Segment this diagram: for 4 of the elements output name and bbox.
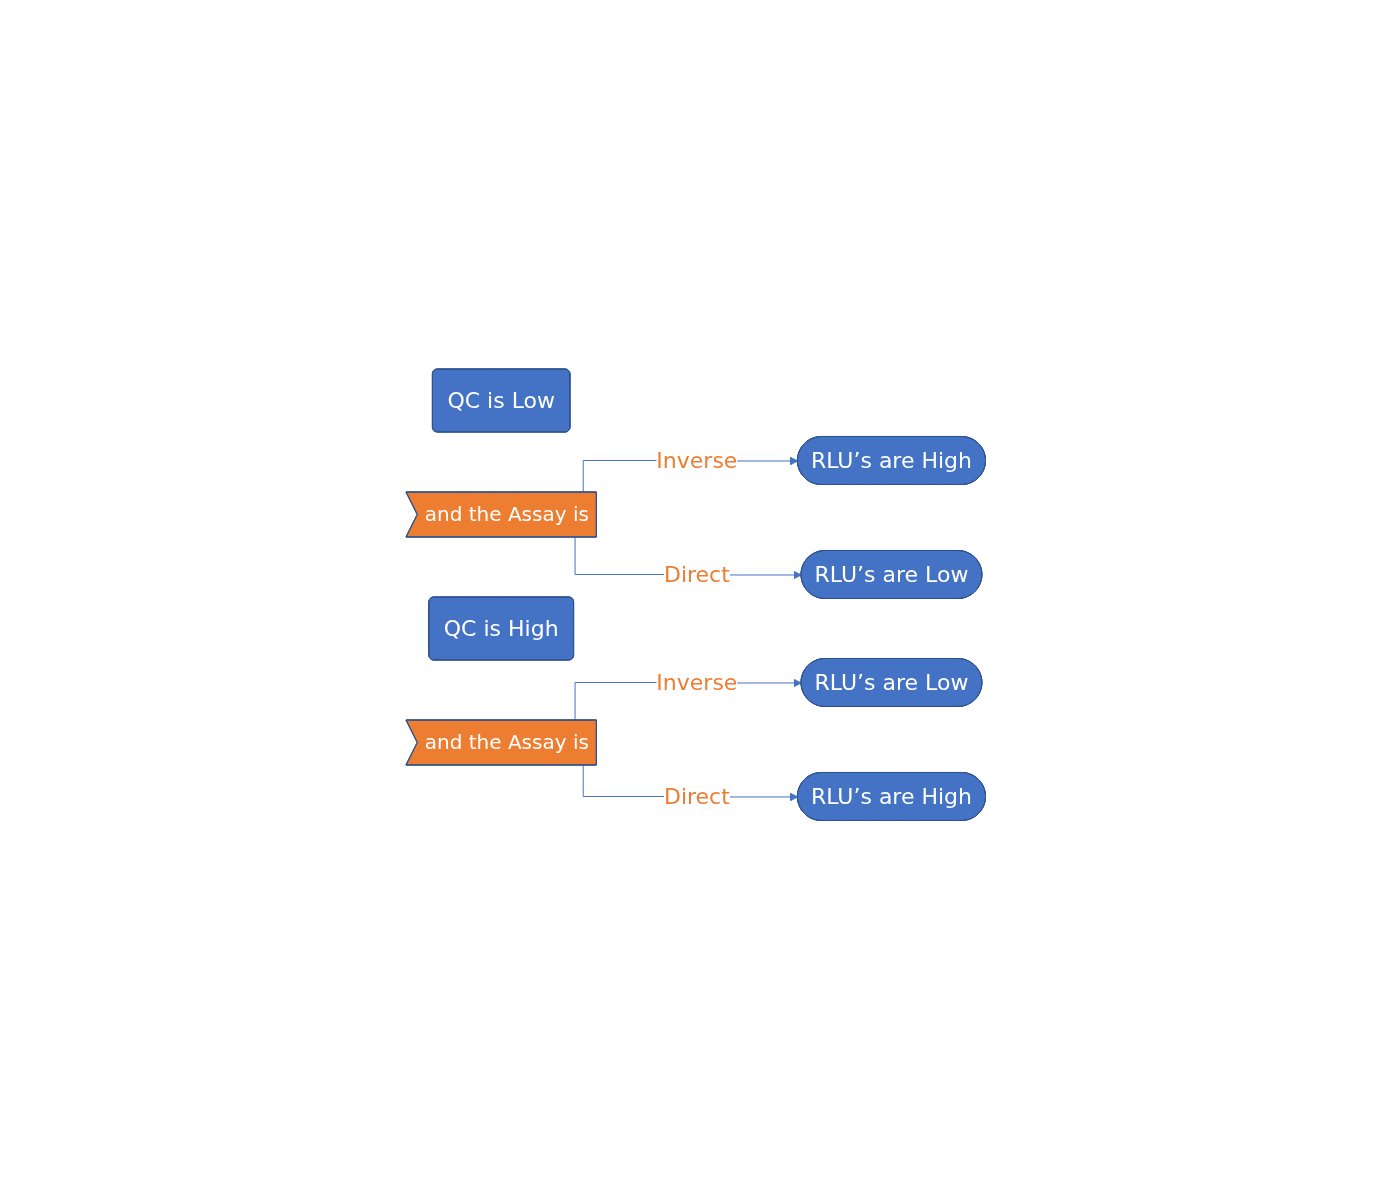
edge-label: Direct [664, 784, 731, 810]
edge-label: Inverse [656, 448, 738, 474]
edge-label: Inverse [656, 670, 738, 696]
edge-label: Direct [664, 562, 731, 588]
